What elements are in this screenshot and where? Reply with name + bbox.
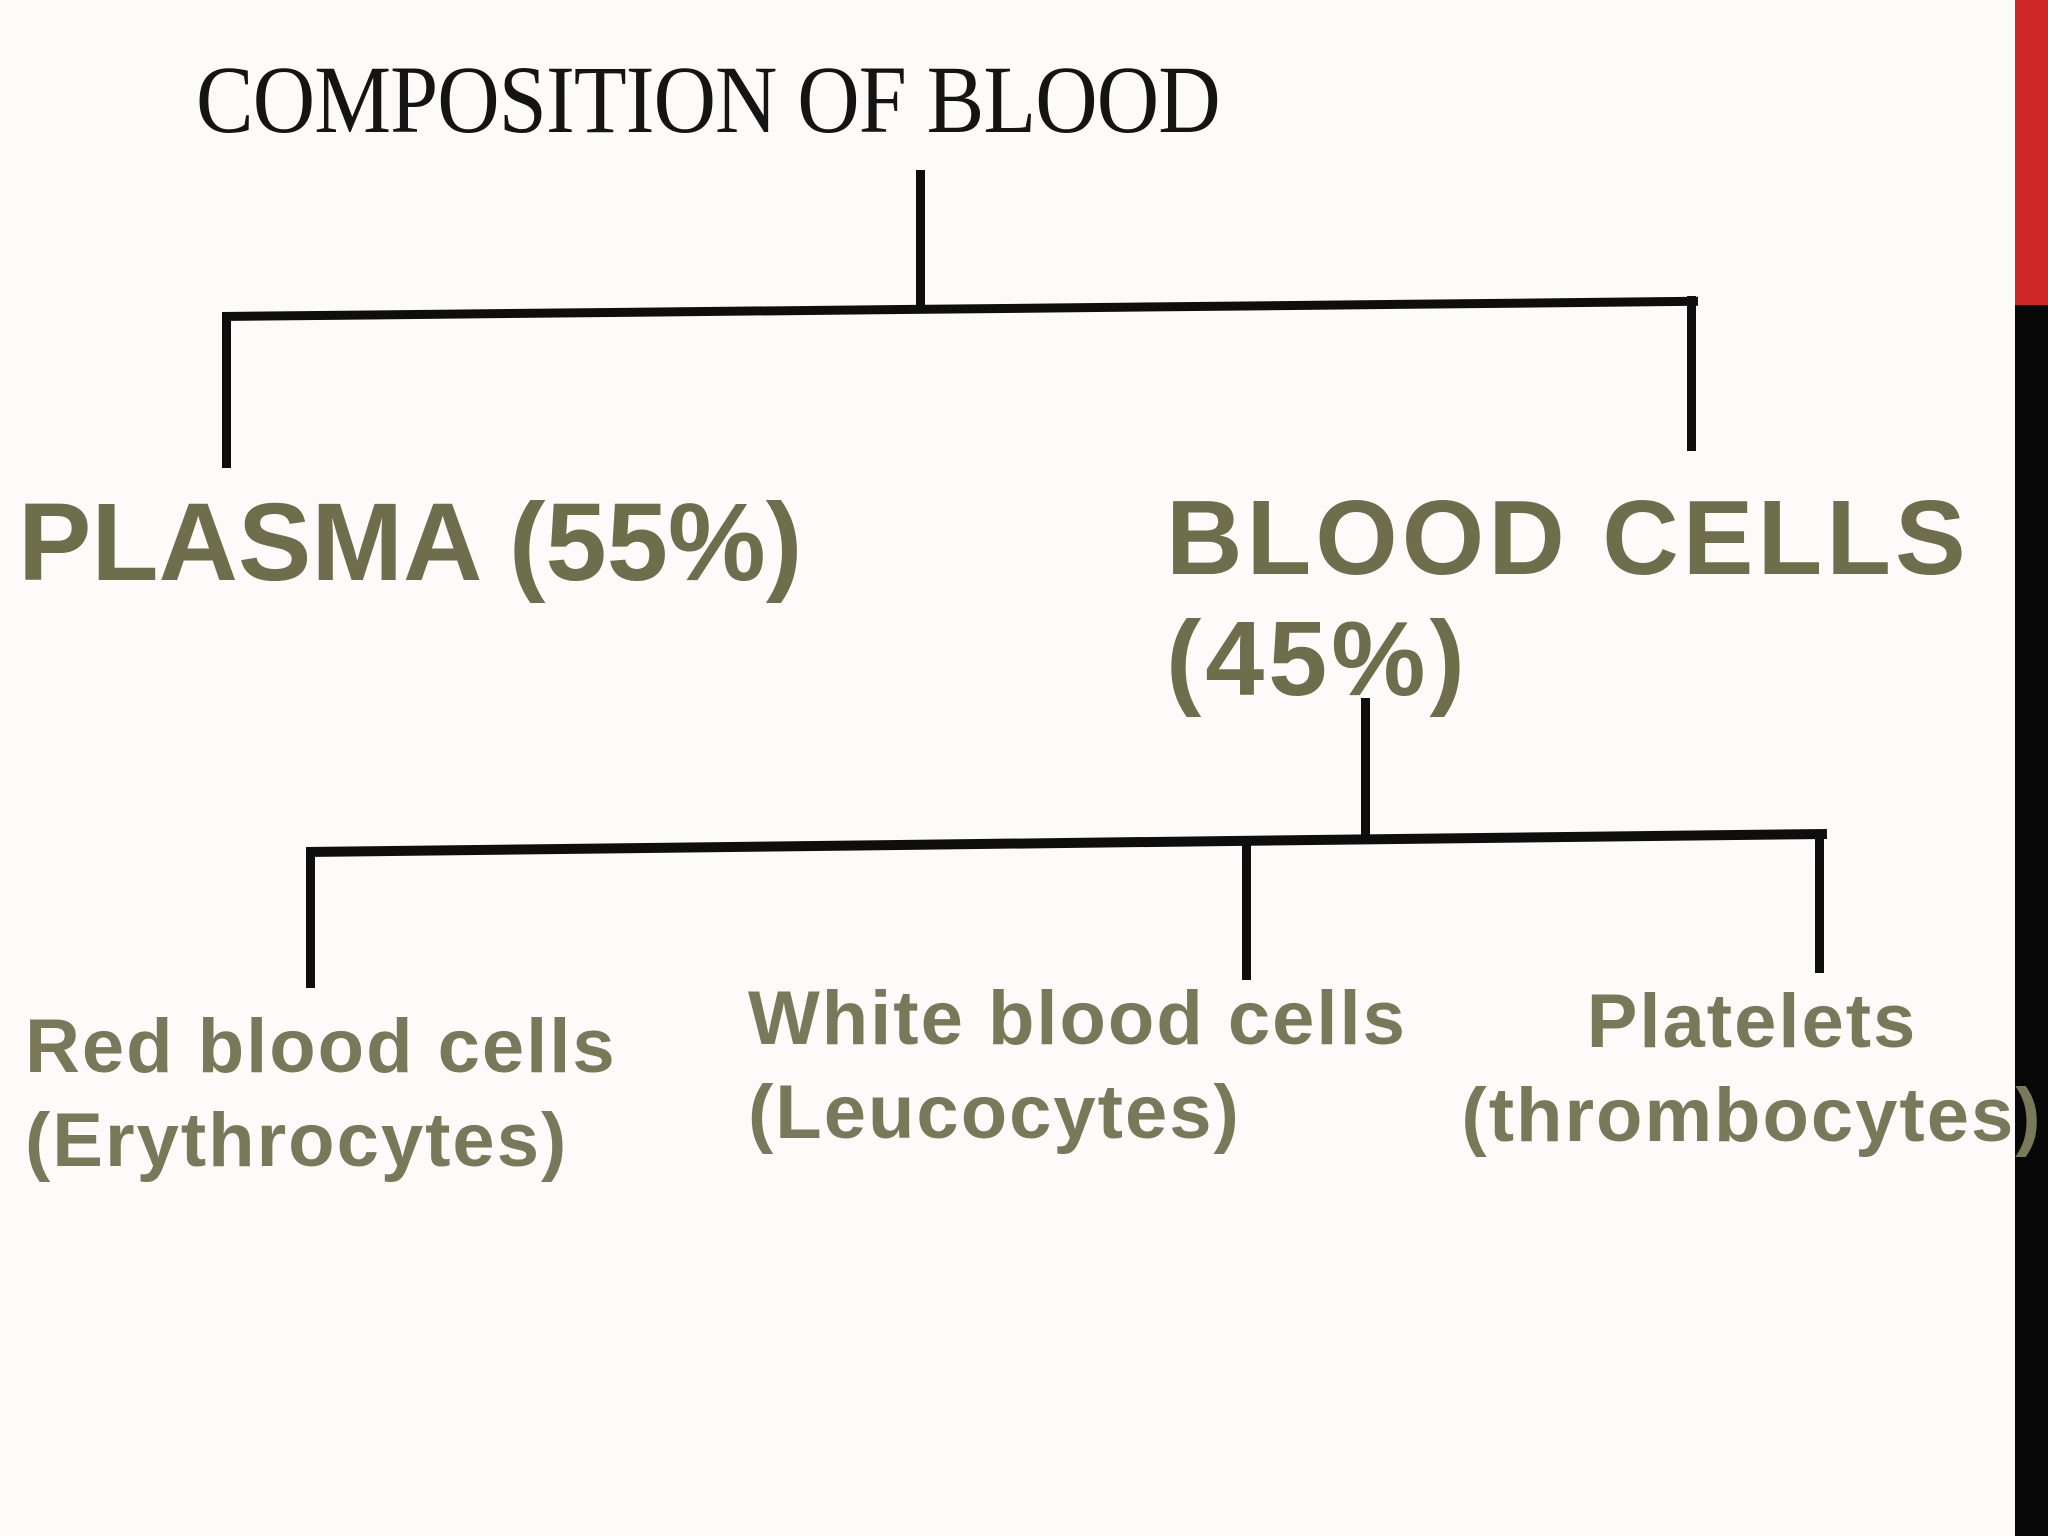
wbc-drop-connector [1242,843,1251,980]
rbc-node-label: Red blood cells (Erythrocytes) [25,1000,617,1188]
platelets-label-line2: (thrombocytes) [1461,1073,2043,1159]
rbc-drop-connector [306,850,315,988]
wbc-node-label: White blood cells (Leucocytes) [748,972,1407,1160]
black-accent-bar [2015,305,2048,1536]
level1-branch-connector [222,296,1699,321]
platelets-label-line1: Platelets [1586,979,1918,1064]
blood-cells-drop-connector [1687,296,1696,451]
blood-cells-node-label: BLOOD CELLS (45%) [1166,478,1970,720]
rbc-label-line1: Red blood cells [25,1004,617,1089]
rbc-label-line2: (Erythrocytes) [25,1098,569,1184]
plasma-node-label: PLASMA (55%) [18,481,803,604]
blood-cells-stem-connector [1361,698,1370,841]
red-accent-bar [2015,0,2048,305]
platelets-node-label: Platelets (thrombocytes) [1452,975,2048,1163]
blood-cells-label-line1: BLOOD CELLS [1166,479,1970,597]
slide-title: COMPOSITION OF BLOOD [196,46,1221,153]
level2-branch-connector [306,828,1828,857]
blood-cells-label-line2: (45%) [1166,599,1469,718]
plasma-drop-connector [222,313,231,468]
wbc-label-line1: White blood cells [748,976,1407,1061]
platelets-drop-connector [1815,832,1824,973]
wbc-label-line2: (Leucocytes) [748,1070,1241,1156]
root-stem-connector [916,170,925,312]
